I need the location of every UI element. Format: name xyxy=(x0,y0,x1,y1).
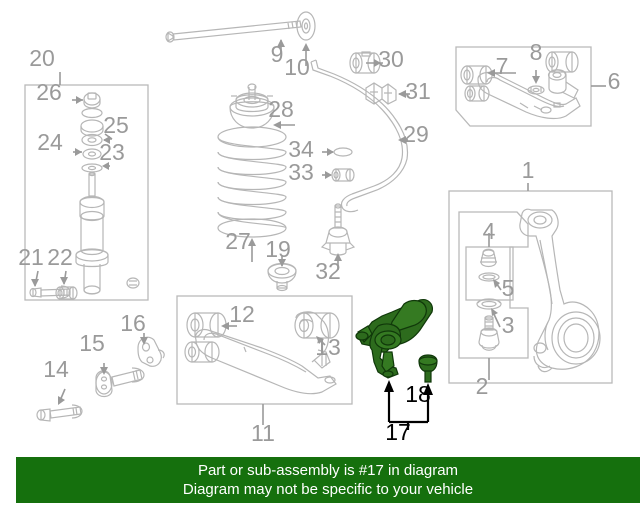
callout-bracket-17-18 xyxy=(384,380,433,430)
callout-label-18: 18 xyxy=(405,381,431,407)
group-6-upper-control-arm xyxy=(455,46,606,127)
callout-label-31: 31 xyxy=(405,78,431,104)
callout-label-26: 26 xyxy=(36,79,62,105)
callout-label-4: 4 xyxy=(483,218,496,244)
callout-label-13: 13 xyxy=(315,334,341,360)
part-10-washer xyxy=(296,11,316,66)
callout-label-5: 5 xyxy=(502,275,515,301)
callout-label-15: 15 xyxy=(79,330,105,356)
callout-label-29: 29 xyxy=(403,121,429,147)
callout-label-9: 9 xyxy=(271,41,284,67)
part-16-cam-plate xyxy=(137,333,165,367)
callout-label-20: 20 xyxy=(29,45,55,71)
callout-label-34: 34 xyxy=(288,136,314,162)
callout-label-25: 25 xyxy=(103,112,129,138)
callout-label-19: 19 xyxy=(265,236,291,262)
callout-label-10: 10 xyxy=(284,54,310,80)
callout-label-24: 24 xyxy=(37,129,63,155)
callout-label-3: 3 xyxy=(502,312,515,338)
group-11-lower-control-arm xyxy=(176,295,353,425)
group-1-steering-knuckle xyxy=(448,183,613,384)
info-banner: Part or sub-assembly is #17 in diagram D… xyxy=(16,457,640,503)
part-28-spring-support xyxy=(229,83,295,129)
part-19-bump-stop xyxy=(267,255,297,292)
part-27-coil-spring xyxy=(217,126,287,262)
callout-label-17: 17 xyxy=(385,419,411,445)
part-18-highlighted-cap xyxy=(418,354,438,383)
part-33-bushing xyxy=(322,168,355,182)
callout-label-2: 2 xyxy=(476,373,489,399)
callout-label-16: 16 xyxy=(120,310,146,336)
callout-label-8: 8 xyxy=(530,39,543,65)
part-30-bushing xyxy=(349,51,383,74)
part-31-stabilizer-bracket xyxy=(365,82,410,105)
callout-label-28: 28 xyxy=(268,96,294,122)
part-34-washer xyxy=(322,147,353,157)
callout-label-7: 7 xyxy=(496,53,509,79)
callout-label-14: 14 xyxy=(43,356,69,382)
part-29-stabilizer-bar xyxy=(310,59,409,213)
callout-label-32: 32 xyxy=(315,258,341,284)
part-32-stabilizer-link xyxy=(320,203,356,270)
banner-line-2: Diagram may not be specific to your vehi… xyxy=(182,481,474,498)
callout-label-12: 12 xyxy=(229,301,255,327)
callout-label-6: 6 xyxy=(608,68,621,94)
callout-label-22: 22 xyxy=(47,244,73,270)
callout-label-30: 30 xyxy=(378,46,404,72)
callout-label-21: 21 xyxy=(18,244,44,270)
callout-label-27: 27 xyxy=(225,228,251,254)
banner-line-1: Part or sub-assembly is #17 in diagram xyxy=(197,462,459,479)
part-15-cam-bolt xyxy=(95,363,145,398)
part-17-highlighted-component xyxy=(355,299,433,379)
callout-label-33: 33 xyxy=(288,159,314,185)
part-9-stabilizer-bolt xyxy=(165,20,302,54)
group-20-shock-absorber xyxy=(24,72,149,301)
callout-label-23: 23 xyxy=(99,139,125,165)
callout-label-1: 1 xyxy=(522,157,535,183)
callout-label-11: 11 xyxy=(251,420,275,446)
part-14-bolt xyxy=(36,388,83,422)
